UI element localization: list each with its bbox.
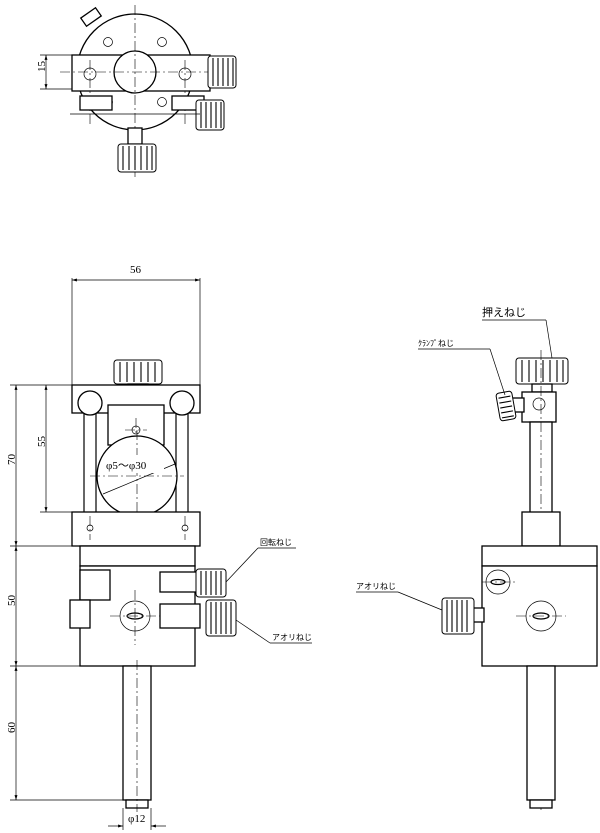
rotation-screw-knurl [200,571,222,595]
tilt-screw-side-knurl [446,600,468,632]
label-tilt-screw-front: アオリねじ [272,633,312,642]
top-knob-lower-knurl [200,102,222,128]
dim-rod-diameter: φ12 [128,813,145,825]
dim-middle-height: 50 [6,595,18,607]
dim-upper-height: 70 [6,454,18,466]
top-knob-bottom-knurl [122,146,153,170]
top-view: 15 [36,5,237,180]
dim-bore-range: φ5～φ30 [106,460,147,472]
side-view: 押えねじ ｸﾗﾝﾌﾟねじ アオリねじ [356,305,598,812]
tilt-screw-front-knurl [210,602,232,634]
label-rotation-screw: 回転ねじ [260,538,292,547]
dim-top-height: 15 [36,61,48,73]
clamp-screw-knurl [498,395,514,419]
push-screw-knurl [521,360,564,382]
front-view: 56 φ5～φ30 [6,264,312,830]
label-push-screw: 押えねじ [482,305,526,319]
label-tilt-screw-side: アオリねじ [356,582,396,591]
dim-rod-length: 60 [6,722,18,734]
front-top-knob-knurl [119,362,156,382]
dim-width: 56 [130,264,142,276]
dim-clamp-height: 55 [36,436,48,448]
label-clamp-screw: ｸﾗﾝﾌﾟねじ [418,339,454,348]
top-knob-right-knurl [212,58,234,86]
